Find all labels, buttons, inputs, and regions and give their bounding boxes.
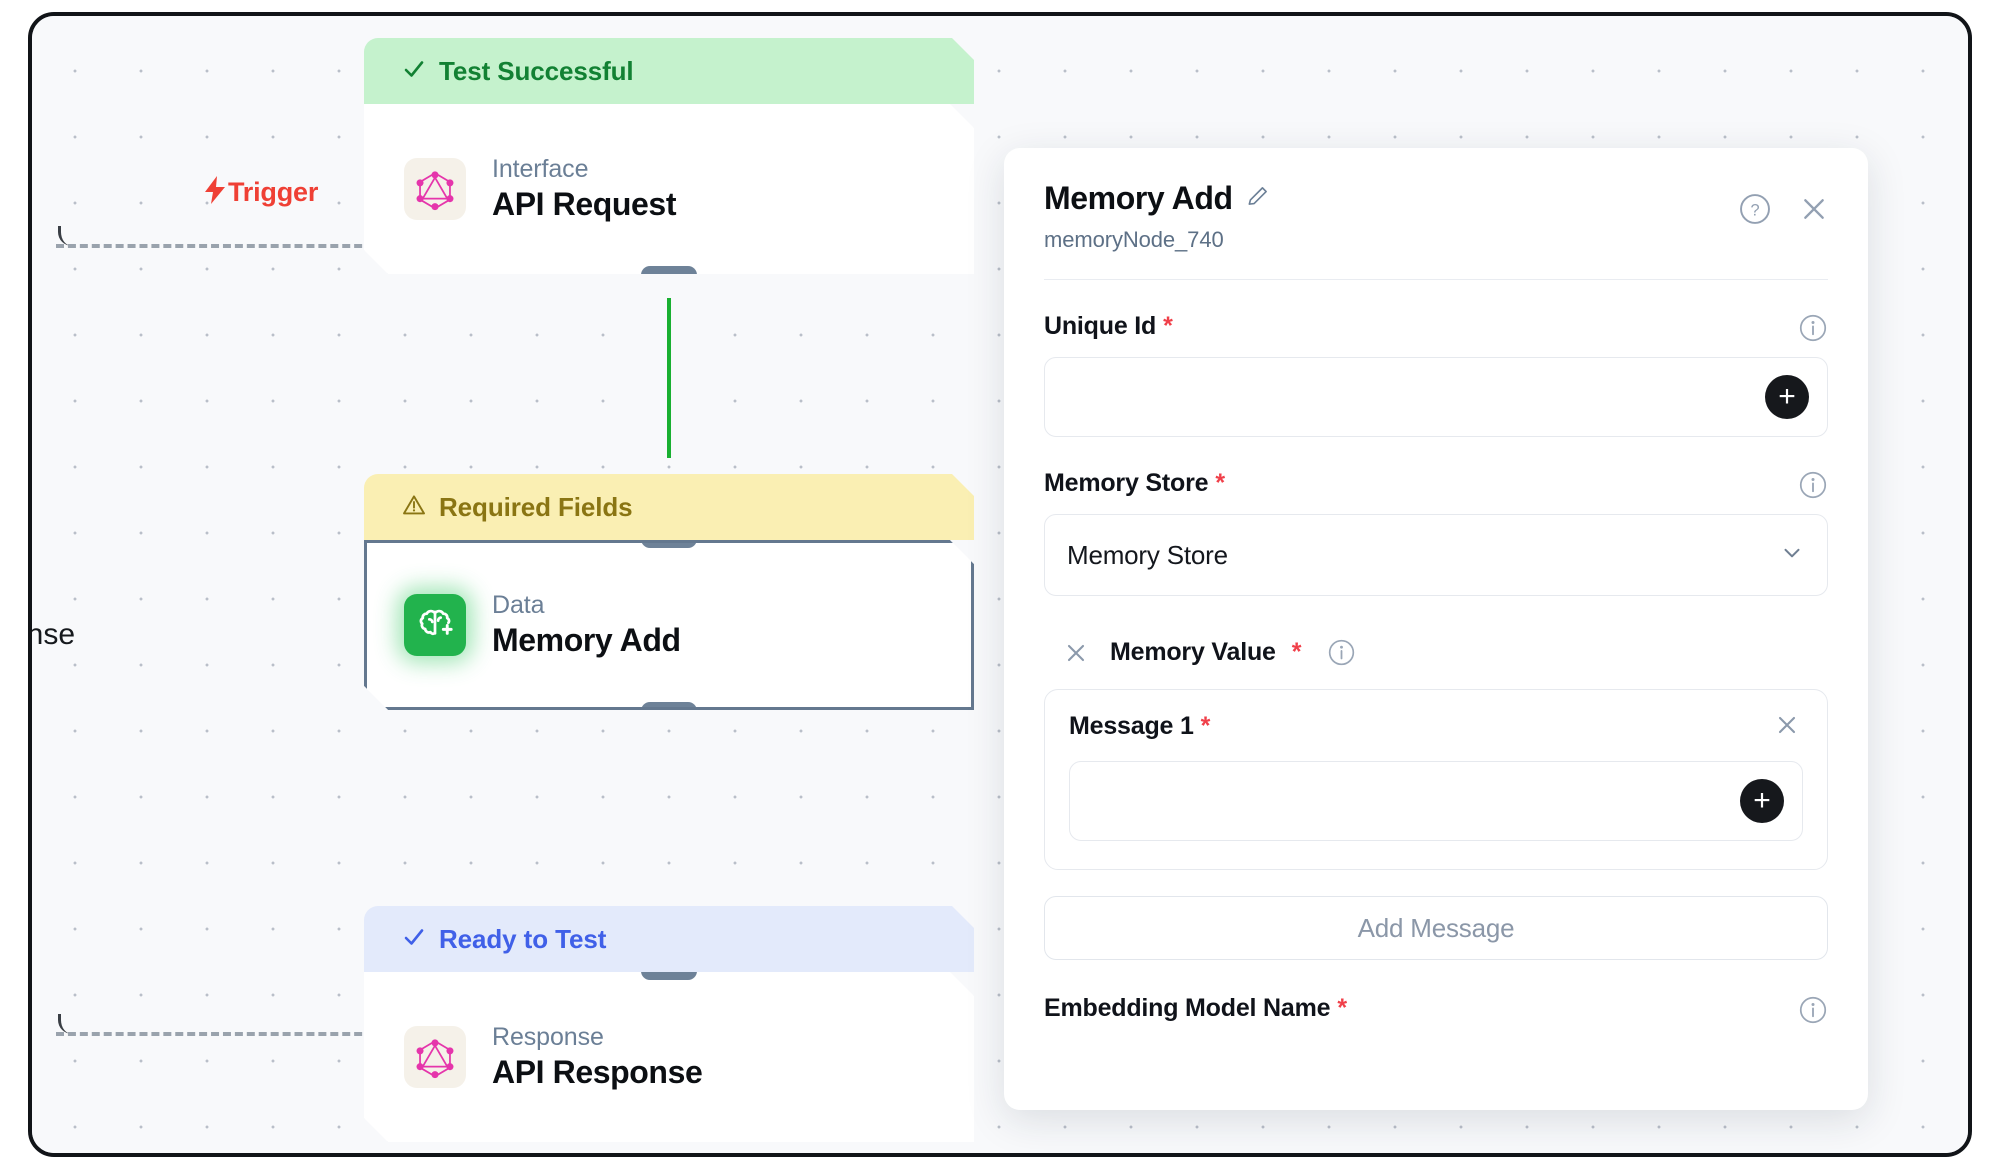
lightning-bolt-icon xyxy=(204,176,226,209)
clipped-response-text: onse xyxy=(28,618,76,651)
panel-divider xyxy=(1044,279,1828,280)
remove-message-icon[interactable] xyxy=(1773,711,1801,744)
node-kind-label: Data xyxy=(492,591,545,619)
node-properties-panel: Memory Add memoryNode_740 ? xyxy=(1004,148,1868,1110)
graphql-icon xyxy=(404,158,466,220)
node-kind-label: Response xyxy=(492,1023,604,1051)
memory-store-select[interactable]: Memory Store xyxy=(1044,514,1828,596)
node-status-label: Test Successful xyxy=(439,55,634,86)
required-marker: * xyxy=(1200,712,1211,740)
question-circle-icon[interactable]: ? xyxy=(1738,192,1772,226)
info-circle-icon[interactable] xyxy=(1798,995,1828,1030)
node-title-label: API Response xyxy=(492,1054,703,1090)
required-marker: * xyxy=(1291,638,1302,666)
edge-hook-top xyxy=(58,226,84,246)
node-card-api-response[interactable]: Response API Response xyxy=(364,972,974,1142)
brain-plus-icon xyxy=(404,594,466,656)
dashed-edge-top xyxy=(56,244,386,248)
trigger-label-text: Trigger xyxy=(228,177,319,207)
node-card-memory-add[interactable]: Data Memory Add xyxy=(364,540,974,710)
panel-body: Unique Id * + Memory Store * xyxy=(1004,312,1868,1024)
field-embedding-model-name-label-row: Embedding Model Name * xyxy=(1044,994,1828,1024)
node-output-handle[interactable] xyxy=(641,702,697,719)
graphql-icon xyxy=(404,1026,466,1088)
message-card: Message 1 * + xyxy=(1044,689,1828,870)
node-status-required-fields: Required Fields xyxy=(364,474,974,540)
edge-hook-bottom xyxy=(58,1014,84,1034)
panel-header: Memory Add memoryNode_740 ? xyxy=(1004,148,1868,253)
node-api-request[interactable]: Test Successful xyxy=(364,38,974,274)
message-title: Message 1 xyxy=(1069,712,1194,740)
plus-icon[interactable]: + xyxy=(1765,375,1809,419)
node-output-handle[interactable] xyxy=(641,266,697,283)
node-status-label: Ready to Test xyxy=(439,923,607,954)
edge-api-request-to-memory-add xyxy=(667,298,671,458)
check-icon xyxy=(402,57,426,86)
field-label: Unique Id xyxy=(1044,312,1157,340)
field-label: Memory Value xyxy=(1110,638,1276,666)
remove-memory-value-icon[interactable] xyxy=(1062,639,1090,667)
field-memory-store-label-row: Memory Store * xyxy=(1044,469,1828,499)
node-status-ready-to-test: Ready to Test xyxy=(364,906,974,972)
trigger-label: Trigger xyxy=(204,176,318,209)
required-marker: * xyxy=(1337,994,1348,1022)
check-icon xyxy=(402,925,426,954)
field-unique-id-label-row: Unique Id * xyxy=(1044,312,1828,342)
app-window: Trigger onse Test Successful xyxy=(28,12,1972,1157)
dashed-edge-bottom xyxy=(56,1032,386,1036)
unique-id-input[interactable]: + xyxy=(1044,357,1828,437)
required-marker: * xyxy=(1215,469,1226,497)
plus-icon[interactable]: + xyxy=(1740,779,1784,823)
field-label: Memory Store xyxy=(1044,469,1209,497)
node-status-label: Required Fields xyxy=(439,491,633,522)
panel-title: Memory Add xyxy=(1044,180,1233,216)
node-memory-add[interactable]: Required Fields xyxy=(364,474,974,710)
info-circle-icon[interactable] xyxy=(1327,638,1356,667)
info-circle-icon[interactable] xyxy=(1798,470,1828,505)
chevron-down-icon xyxy=(1779,540,1805,571)
panel-actions: ? xyxy=(1738,192,1830,226)
node-kind-label: Interface xyxy=(492,155,589,183)
warning-triangle-icon xyxy=(402,493,426,522)
field-memory-value-label-row: Memory Value * xyxy=(1044,638,1828,667)
message-1-input[interactable]: + xyxy=(1069,761,1803,841)
required-marker: * xyxy=(1163,312,1173,340)
node-title-label: API Request xyxy=(492,186,677,222)
svg-text:?: ? xyxy=(1750,201,1759,219)
info-circle-icon[interactable] xyxy=(1798,313,1828,348)
memory-store-selected-value: Memory Store xyxy=(1067,539,1228,570)
node-card-api-request[interactable]: Interface API Request xyxy=(364,104,974,274)
add-message-button[interactable]: Add Message xyxy=(1044,896,1828,960)
panel-subtitle: memoryNode_740 xyxy=(1044,227,1224,252)
node-status-test-successful: Test Successful xyxy=(364,38,974,104)
field-label: Embedding Model Name xyxy=(1044,994,1331,1022)
pencil-icon[interactable] xyxy=(1245,183,1271,214)
close-icon[interactable] xyxy=(1798,193,1830,225)
node-api-response[interactable]: Ready to Test xyxy=(364,906,974,1142)
node-title-label: Memory Add xyxy=(492,622,681,658)
